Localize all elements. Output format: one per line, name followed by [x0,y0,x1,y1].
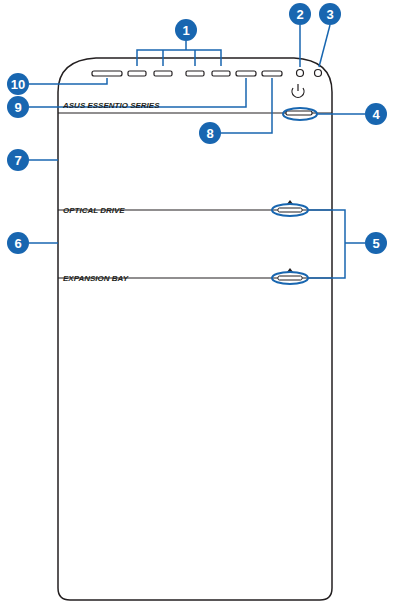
callout-number: 1 [175,19,197,41]
highlight-ring [283,108,317,120]
callout-number: 8 [199,122,221,144]
audio-jack [315,70,322,77]
panel-label-text: ASUS ESSENTIO SERIES [63,101,159,110]
leader-line [221,78,272,133]
leader-line [29,242,58,244]
power-symbol [297,84,298,91]
callout-number: 9 [7,96,29,118]
panel-label: ASUS ESSENTIO SERIES [63,94,159,112]
panel-label-text: OPTICAL DRIVE [63,206,125,215]
front-ports [92,70,322,77]
card-slot [236,71,256,76]
usb-port [186,71,204,76]
callout-number: 3 [319,3,341,25]
eject-button [278,208,302,212]
callout-number: 6 [7,232,29,254]
callout-text: 1 [182,24,189,37]
card-slot [92,71,122,76]
highlight-ring [272,272,308,284]
leader-lines [29,25,365,278]
callout-text: 2 [296,8,303,21]
panel-label: EXPANSION BAY [63,267,128,285]
panel-label: OPTICAL DRIVE [63,199,125,217]
callout-number: 10 [7,73,29,95]
bracket-leader [308,210,365,278]
callout-text: 3 [326,8,333,21]
bracket-leader [137,41,221,66]
leader-line [29,159,58,161]
leader-line [317,113,365,115]
callout-text: 7 [14,154,21,167]
callout-text: 6 [14,237,21,250]
callout-number: 4 [365,103,387,125]
leader-line [29,78,107,84]
usb-port [128,71,146,76]
power-switch [286,111,312,115]
case-outline [58,58,332,600]
usb-port [154,71,172,76]
leader-line [299,25,301,67]
callout-text: 9 [14,101,21,114]
bay-lines [58,113,332,278]
callout-number: 7 [7,149,29,171]
audio-jack [297,70,304,77]
usb-port [212,71,230,76]
callout-text: 10 [11,78,25,91]
leader-line [319,25,330,67]
callout-text: 4 [372,108,379,121]
power-button [286,84,312,115]
callout-text: 8 [206,127,213,140]
callout-text: 5 [372,237,379,250]
callout-number: 5 [365,232,387,254]
eject-buttons [272,200,308,284]
highlight-ring [272,204,308,216]
eject-button [278,276,302,280]
panel-label-text: EXPANSION BAY [63,274,128,283]
card-slot [262,71,282,76]
callout-number: 2 [289,3,311,25]
